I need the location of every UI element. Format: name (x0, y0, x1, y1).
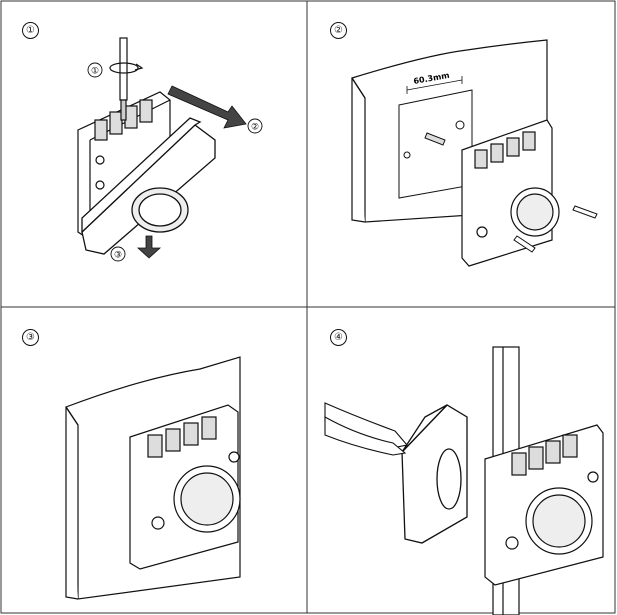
mounting-plate (398, 89, 473, 199)
screwdriver (109, 37, 144, 121)
panel-step-2: ② 60.3mm (307, 0, 617, 307)
callout-3: ③ (114, 251, 122, 261)
illustration-snip-cover (324, 346, 604, 615)
step-number-1: ① (22, 22, 39, 39)
thermostat-cover (401, 404, 468, 544)
pliers (324, 402, 409, 456)
thermostat-base (461, 119, 560, 267)
step-number-2: ② (330, 22, 347, 39)
step-number-3: ③ (22, 329, 39, 346)
callout-markers (87, 62, 263, 262)
screws (513, 205, 598, 253)
panel-step-4: ④ (307, 307, 617, 615)
illustration-mount-base: 60.3mm (351, 39, 598, 267)
thermostat-cover (81, 117, 216, 255)
direction-arrow-3 (136, 235, 162, 259)
thermostat-base (484, 424, 604, 586)
direction-arrow-2 (167, 85, 247, 129)
callout-1: ① (91, 67, 99, 77)
callout-2: ② (251, 123, 259, 133)
panel-step-3: ③ (0, 307, 307, 615)
illustration-base-on-wall (65, 356, 241, 600)
dimension-line (406, 76, 463, 94)
thermostat-base (129, 404, 241, 570)
illustration-remove-cover: ① ② ③ (77, 37, 263, 262)
panel-step-1: ① (0, 0, 307, 307)
step-number-4: ④ (330, 329, 347, 346)
wall-plug (424, 132, 446, 146)
